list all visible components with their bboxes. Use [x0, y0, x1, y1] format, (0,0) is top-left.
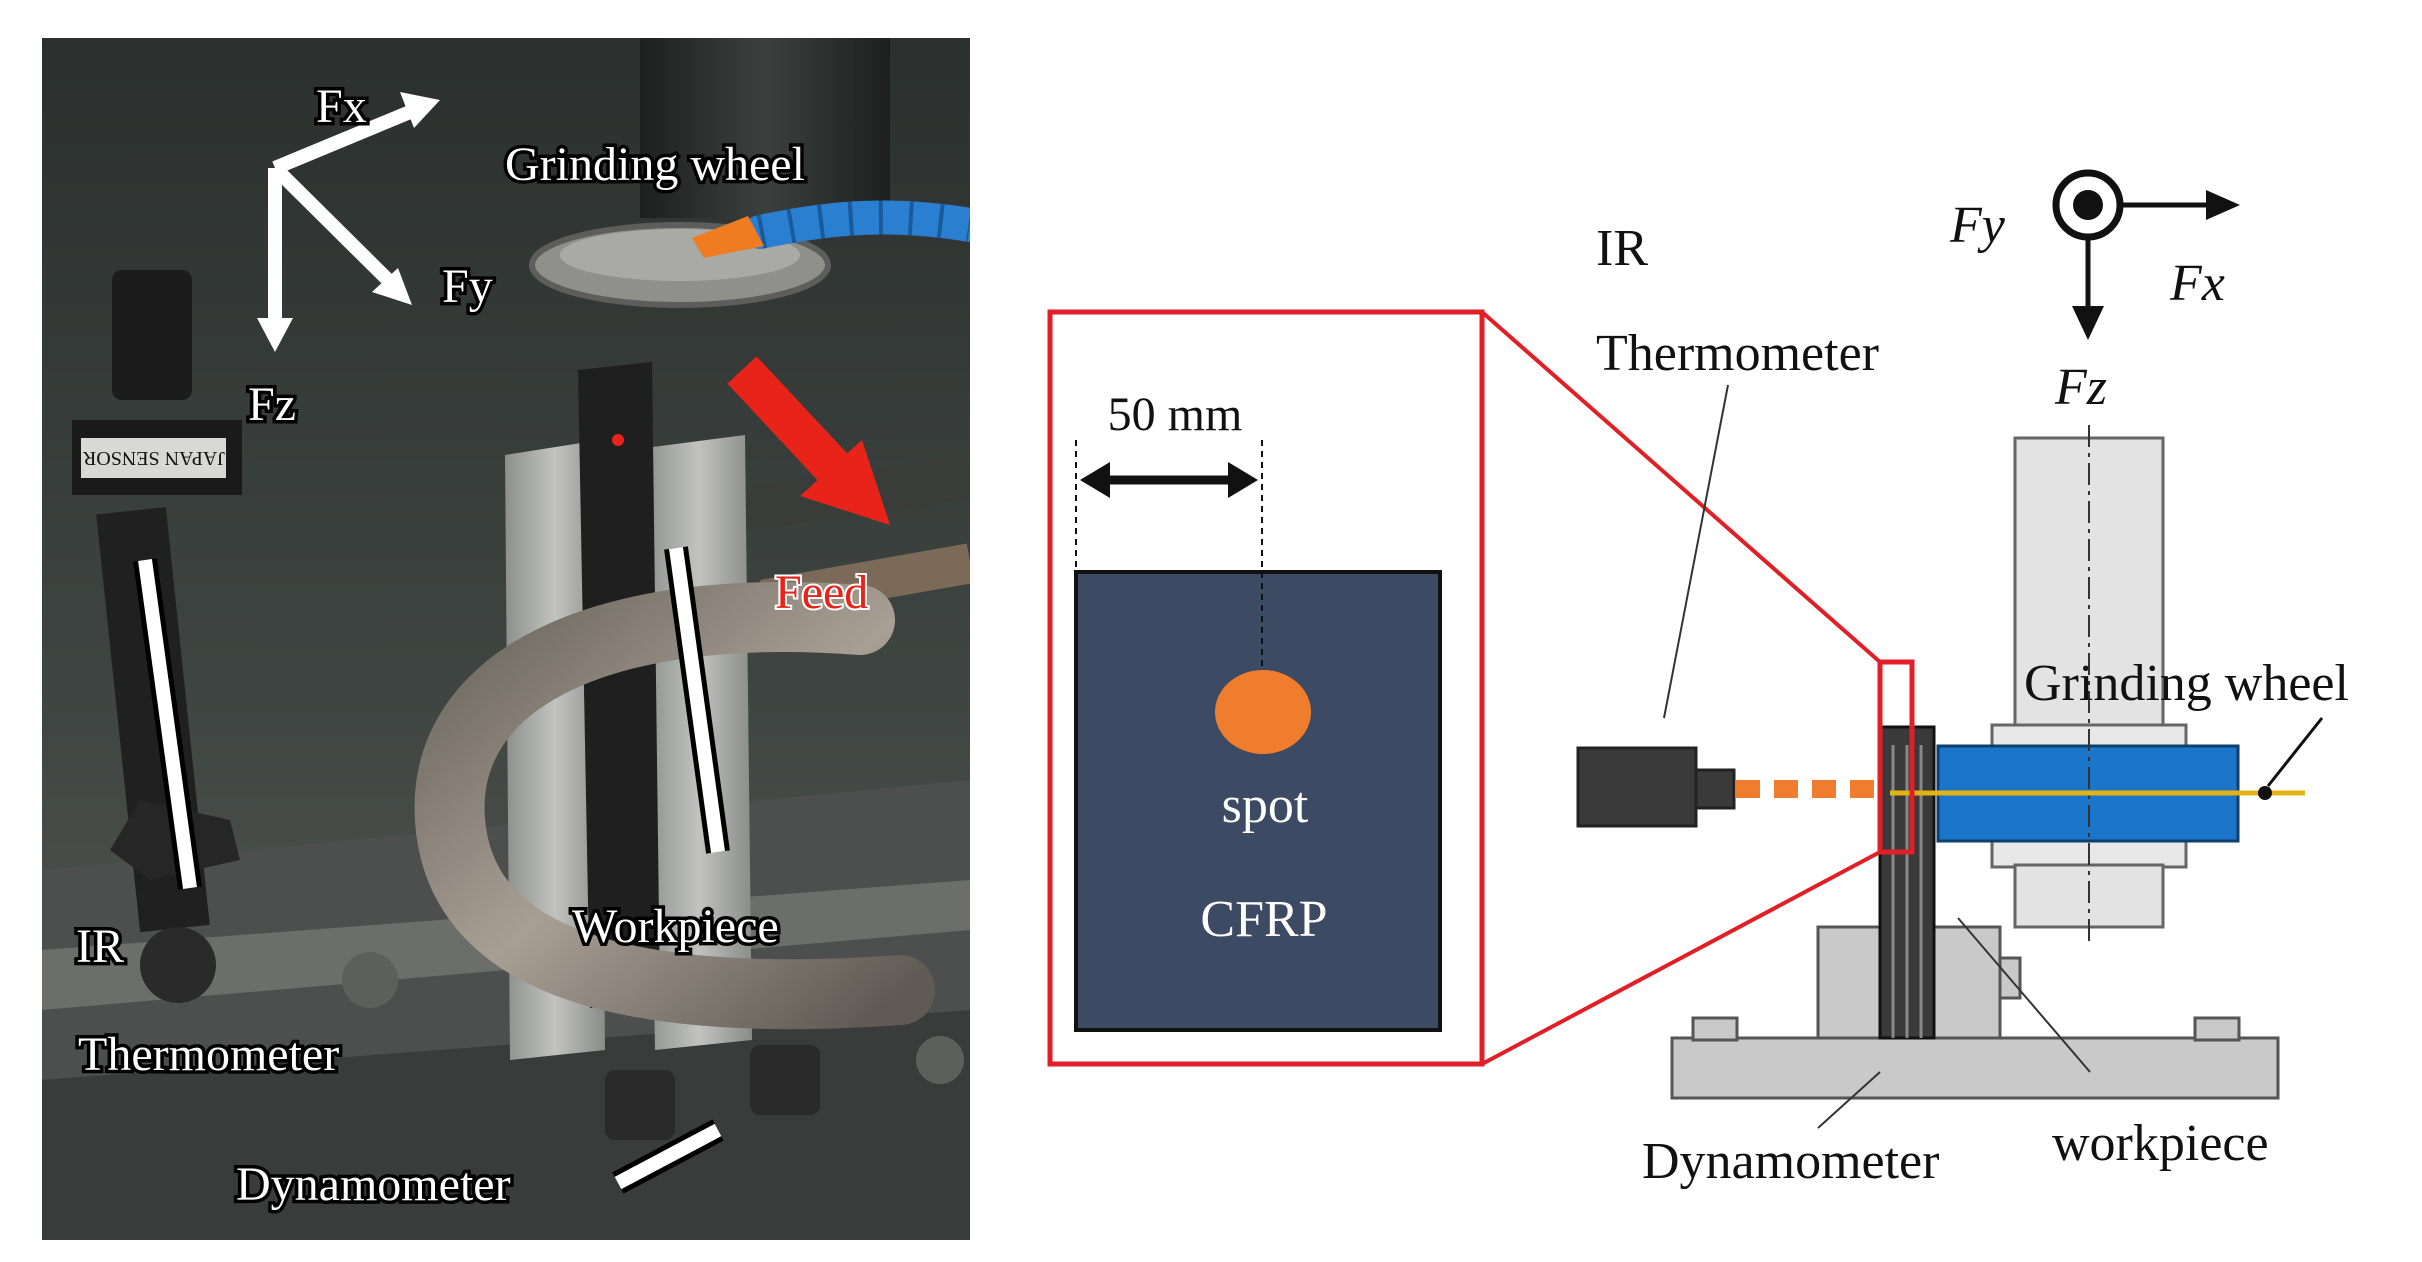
measurement-area-frame: [1877, 659, 1915, 855]
dimension-arrow-right-head: [1228, 462, 1258, 498]
zoom-line-top: [1480, 310, 1882, 664]
schematic-dynamometer-label: Dynamometer: [1642, 1133, 1939, 1190]
cfrp-panel: [1074, 570, 1442, 1032]
schematic-fy-label: Fy: [1949, 197, 2006, 254]
photo-fx-label: Fx: [316, 80, 367, 133]
sensor-brand-text: JAPAN SENSOR: [82, 447, 225, 469]
dynamometer-foot-right: [2193, 1016, 2241, 1042]
feed-arrow-shaft: [727, 356, 855, 489]
indicator-bar-dynamometer-fill: [614, 1123, 722, 1190]
laser-spot: [612, 434, 624, 446]
fz-arrow-head: [257, 318, 293, 352]
photo-dynamometer-label: Dynamometer: [236, 1158, 511, 1211]
dynamometer-base: [1670, 1036, 2280, 1100]
schematic-thermometer-label: Thermometer: [1596, 325, 1879, 382]
fy-arrow-head: [372, 268, 412, 305]
schematic-fz-label: Fz: [2054, 359, 2107, 416]
photo-fy-label: Fy: [442, 260, 493, 313]
dimension-label: 50 mm: [1108, 388, 1243, 441]
sensor-label-plate: [81, 438, 226, 478]
bolt-left: [605, 1070, 675, 1140]
dimension-arrow-left-head: [1080, 462, 1110, 498]
table-front: [42, 1010, 970, 1240]
bolt-head-1: [342, 952, 398, 1008]
setup-photo: JAPAN SENSOR Fx Fy Fz Grind: [42, 38, 970, 1240]
bolt-head-2: [916, 1036, 964, 1084]
schematic-fz-head: [2072, 306, 2104, 340]
dynamometer-foot-left: [1691, 1016, 1739, 1042]
workpiece-plate: [578, 362, 660, 1008]
schematic-grinding-wheel-label: Grinding wheel: [2024, 655, 2349, 712]
feed-arrow: [727, 356, 890, 525]
measurement-spot: [1215, 670, 1311, 754]
photo-labels: Fx Fy Fz Grinding wheel Feed Workpiece I…: [73, 77, 871, 1215]
bolt-right: [750, 1045, 820, 1115]
indicator-bar-thermometer-fill: [138, 559, 197, 889]
photo-workpiece-label: Workpiece: [572, 900, 779, 953]
fy-out-of-plane-dot: [2073, 190, 2103, 220]
wheel-axis-marker: [2258, 786, 2272, 800]
schematic-fx-head: [2206, 190, 2240, 220]
ir-thermometer-body: [1576, 746, 1698, 828]
coolant-nozzle: [743, 200, 970, 249]
photo-ir-label: IR: [76, 920, 124, 973]
spot-label: spot: [1222, 777, 1309, 834]
zoom-line-bottom: [1481, 850, 1881, 1066]
fx-axis-shaft: [272, 105, 413, 175]
thermometer-clip: [112, 270, 192, 400]
schematic-ir-label: IR: [1596, 220, 1648, 277]
nozzle-tip: [692, 216, 764, 258]
machine-column: [640, 38, 890, 218]
fx-arrow-head: [400, 92, 440, 128]
dynamometer-leader: [1817, 1071, 1881, 1129]
setup-schematic: Fy Fx Fz IR Ther: [1576, 169, 2349, 1190]
workpiece-leader: [1957, 917, 2091, 1073]
indicator-bar-workpiece-fill: [669, 547, 725, 853]
c-clamp: [414, 582, 935, 1030]
thermometer-leader: [1663, 384, 1729, 719]
cfrp-label: CFRP: [1200, 891, 1327, 948]
grinding-wheel-leader: [2266, 717, 2324, 787]
photo-fz-label: Fz: [248, 378, 296, 431]
schematic-workpiece-label: workpiece: [2052, 1115, 2269, 1172]
photo-grinding-wheel-label: Grinding wheel: [505, 138, 805, 191]
thermometer-knob-base: [140, 927, 216, 1003]
ir-thermometer-lens: [1694, 768, 1736, 810]
cfrp-inset: 50 mm spot CFRP: [1047, 309, 1882, 1067]
photo-feed-label: Feed: [775, 566, 868, 619]
feed-arrow-head: [800, 440, 890, 525]
photo-force-axes: [257, 92, 440, 352]
photo-thermometer-label: Thermometer: [78, 1028, 339, 1081]
fy-axis-shaft: [270, 163, 395, 287]
schematic-fx-label: Fx: [2169, 255, 2225, 312]
